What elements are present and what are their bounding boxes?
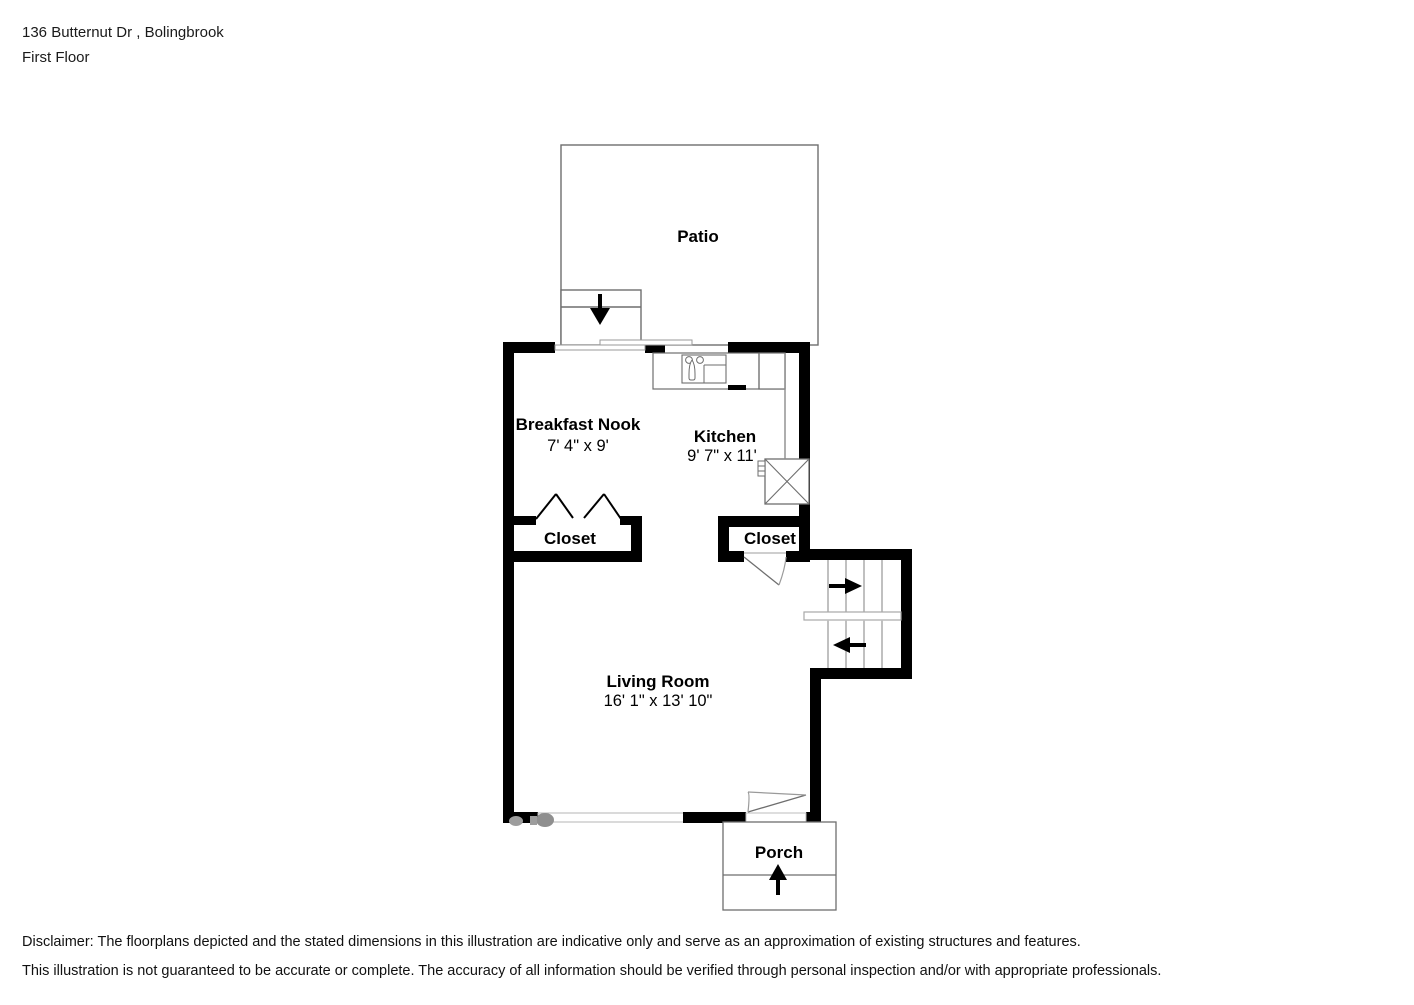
sliding-glass-door	[554, 339, 693, 351]
living-room-dimensions: 16' 1" x 13' 10"	[604, 692, 713, 710]
sink-handle-right	[696, 356, 704, 364]
closet-left-label: Closet	[544, 529, 596, 548]
closet-right-label: Closet	[744, 529, 796, 548]
artifact-a	[509, 816, 523, 826]
wall-bumpout-top	[799, 549, 912, 560]
wall-top-right	[728, 342, 810, 353]
closet-left-side-wall	[631, 516, 642, 562]
porch-label: Porch	[755, 843, 803, 862]
closet-right: Closet	[718, 516, 810, 586]
down-arrow-icon	[590, 294, 610, 325]
wall-right-lower	[810, 668, 821, 823]
front-door-arc	[747, 791, 750, 813]
closet-right-door	[743, 556, 787, 586]
plan-header: 136 Butternut Dr , Bolingbrook First Flo…	[22, 20, 224, 70]
bifold-leaf-2a	[583, 493, 605, 519]
breakfast-nook-dimensions: 7' 4" x 9'	[547, 437, 609, 455]
bifold-leaf-1a	[535, 493, 557, 520]
range-x-b	[764, 458, 810, 505]
closet-right-bottom-right	[786, 551, 810, 562]
kitchen-counter	[652, 352, 786, 390]
closet-right-bottom-left	[718, 551, 744, 562]
living-room-label: Living Room	[607, 672, 710, 691]
bifold-leaf-2b	[603, 493, 622, 520]
counter-return	[758, 352, 786, 390]
front-door	[745, 791, 807, 823]
kitchen-dimensions: 9' 7" x 11'	[687, 447, 757, 465]
bifold-leaf-1b	[555, 493, 574, 519]
kitchen-label: Kitchen	[694, 427, 756, 446]
closet-door-leaf	[743, 556, 780, 586]
bottom-wall-artifacts	[509, 813, 554, 827]
wall-bottom-mid	[683, 812, 746, 823]
closet-right-top-wall	[718, 516, 810, 527]
kitchen-room: Kitchen 9' 7" x 11'	[687, 427, 757, 465]
porch-area: Porch	[722, 821, 837, 911]
front-door-swing-edge	[747, 791, 807, 796]
breakfast-nook-room: Breakfast Nook 7' 4" x 9'	[516, 415, 641, 455]
artifact-c	[530, 816, 537, 825]
artifact-b	[536, 813, 554, 827]
front-door-leaf	[747, 794, 807, 813]
slider-panel-b	[599, 339, 693, 346]
exterior-walls	[503, 342, 912, 823]
wall-top-mid	[645, 342, 665, 353]
property-address: 136 Butternut Dr , Bolingbrook	[22, 24, 224, 41]
closet-right-side-wall	[718, 516, 729, 562]
disclaimer-block: Disclaimer: The floorplans depicted and …	[22, 928, 1392, 986]
slider-panel-a	[554, 344, 646, 351]
range-controls	[757, 460, 766, 477]
patio-step	[560, 289, 642, 346]
wall-bumpout-bottom	[810, 668, 912, 679]
up-arrow-icon	[769, 864, 787, 895]
kitchen-range-icon	[757, 458, 810, 505]
floor-label: First Floor	[22, 49, 90, 66]
front-door-threshold	[745, 812, 807, 823]
closet-door-arc	[778, 556, 787, 586]
porch-outline	[722, 821, 837, 911]
counter-stub	[728, 385, 746, 390]
living-room: Living Room 16' 1" x 13' 10"	[604, 672, 713, 710]
breakfast-nook-label: Breakfast Nook	[516, 415, 641, 434]
wall-bumpout-right	[901, 549, 912, 679]
bifold-door-left	[535, 493, 574, 520]
closet-left: Closet	[503, 493, 642, 562]
staircase	[803, 560, 902, 668]
patio-label: Patio	[677, 227, 719, 246]
wall-left	[503, 342, 514, 823]
kitchen-sink-icon	[681, 354, 727, 384]
sink-faucet	[688, 359, 696, 381]
stair-landing-rail	[803, 611, 902, 621]
disclaimer-line-1: Disclaimer: The floorplans depicted and …	[22, 934, 1081, 950]
closet-left-bottom-wall	[503, 551, 642, 562]
left-arrow-icon	[833, 637, 866, 653]
bifold-door-right	[583, 493, 622, 520]
disclaimer-line-2: This illustration is not guaranteed to b…	[22, 963, 1162, 979]
wall-bottom-right	[806, 812, 821, 823]
wall-top-left	[503, 342, 555, 353]
closet-left-jamb	[514, 516, 536, 525]
wall-right-upper	[799, 342, 810, 560]
right-arrow-icon	[829, 578, 862, 594]
